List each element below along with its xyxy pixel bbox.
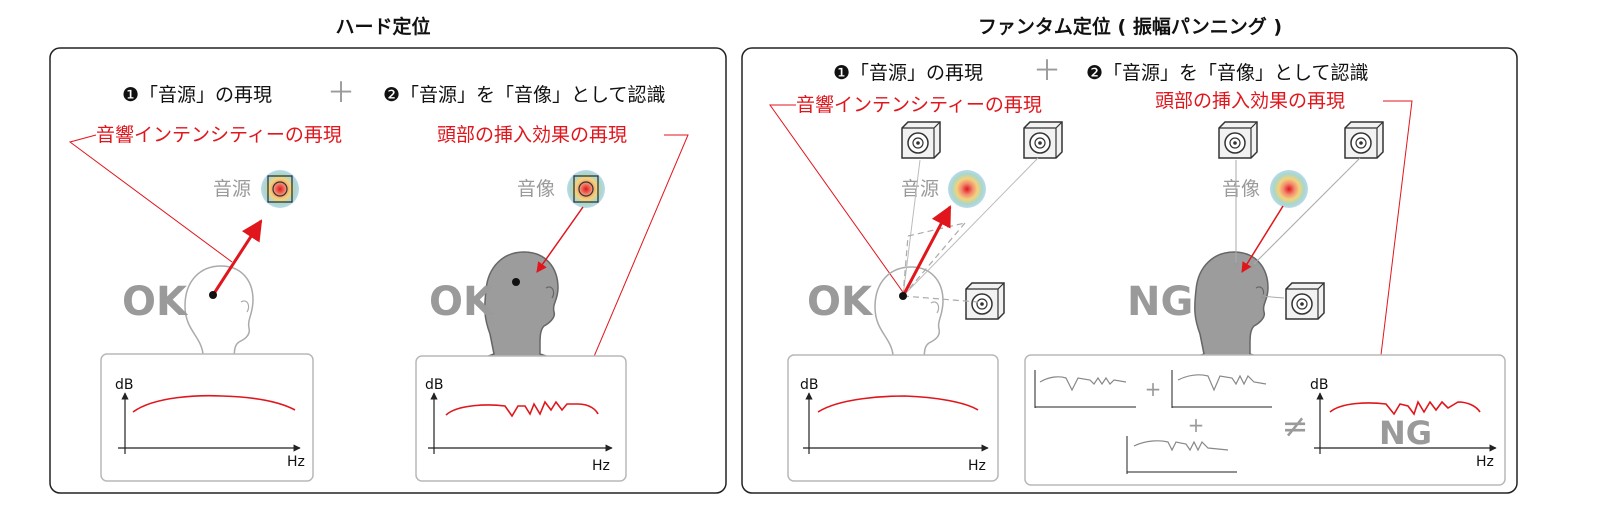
left-intensity-arrow — [211, 219, 263, 296]
left-red-label-intensity: 音響インテンシティーの再現 — [96, 124, 342, 146]
right-panel-frame — [741, 47, 1518, 494]
right-image-label: 音像 — [1222, 178, 1260, 200]
right-listener-dot — [899, 292, 907, 300]
right-dashed-component — [902, 222, 979, 303]
sound-image-icon — [567, 170, 605, 208]
right-step1-label: ❶「音源」の再現 — [833, 62, 983, 84]
right-ng-speaker-ray-2 — [1249, 157, 1361, 269]
speaker-icon — [901, 121, 941, 159]
left-graph-1-curve — [132, 394, 296, 413]
right-image-arrow — [1241, 205, 1284, 273]
left-graph-2-curve — [445, 400, 599, 418]
left-leader-line-1 — [68, 134, 233, 263]
left-step1-label: ❶「音源」の再現 — [122, 84, 272, 106]
right-small-plus-2: + — [1188, 413, 1205, 437]
speaker-icon — [1285, 282, 1325, 320]
right-small-plus-1: + — [1145, 377, 1162, 401]
left-listener-dot-2 — [512, 278, 520, 286]
mini-graph-3 — [1126, 436, 1237, 474]
left-listener-dot — [209, 291, 217, 299]
left-plus-sign: ＋ — [327, 76, 355, 109]
right-graph-2-xlabel: Hz — [1476, 454, 1494, 470]
left-graph-1-ylabel: dB — [115, 377, 134, 393]
right-step2-label: ❷「音源」を「音像」として認識 — [1086, 62, 1368, 84]
right-plus-sign: ＋ — [1033, 54, 1061, 87]
mini-graph-1 — [1034, 370, 1136, 408]
right-leader-line-1 — [769, 104, 906, 296]
right-intensity-arrow — [901, 205, 952, 297]
mini-graph-2 — [1171, 370, 1272, 408]
left-graph-2-xlabel: Hz — [592, 458, 610, 474]
left-panel-title: ハード定位 — [335, 15, 430, 38]
right-graph-ng-label: NG — [1379, 414, 1432, 452]
left-image-label: 音像 — [517, 178, 555, 200]
left-graph-1-xlabel: Hz — [287, 454, 305, 470]
left-graph-box-1 — [100, 353, 314, 482]
right-speaker-ray-1 — [902, 159, 921, 297]
right-graph-1-ylabel: dB — [800, 377, 819, 393]
left-ok-label-1: OK — [122, 279, 189, 325]
speaker-icon — [965, 282, 1005, 320]
left-red-label-head-effect: 頭部の挿入効果の再現 — [437, 124, 627, 146]
left-image-arrow — [536, 206, 584, 273]
right-graph-1-curve — [817, 395, 979, 413]
left-graph-2-ylabel: dB — [425, 377, 444, 393]
right-red-label-intensity: 音響インテンシティーの再現 — [796, 94, 1042, 116]
left-ok-label-2: OK — [429, 279, 496, 325]
right-not-equal-sign: ≠ — [1282, 407, 1309, 445]
right-graph-1-xlabel: Hz — [968, 458, 986, 474]
speaker-icon — [1218, 121, 1258, 159]
right-red-label-head-effect: 頭部の挿入効果の再現 — [1155, 90, 1345, 112]
right-graph-2-curve — [1329, 400, 1481, 416]
right-speaker-ray-2 — [902, 157, 1039, 297]
right-graph-box-2 — [1024, 354, 1506, 486]
sound-source-icon — [948, 170, 986, 208]
left-leader-line-2 — [572, 134, 689, 407]
right-graph-2-ylabel: dB — [1310, 377, 1329, 393]
right-ok-label: OK — [807, 279, 874, 325]
speaker-icon — [1023, 121, 1063, 159]
left-graph-box-2 — [415, 355, 627, 482]
left-step2-label: ❷「音源」を「音像」として認識 — [383, 84, 665, 106]
left-panel-frame — [49, 47, 727, 494]
right-leader-line-2 — [1374, 100, 1413, 405]
right-graph-box-1 — [787, 354, 999, 482]
right-ng-label: NG — [1127, 279, 1193, 325]
right-source-label: 音源 — [901, 178, 939, 200]
sound-source-icon — [261, 170, 299, 208]
speaker-icon — [1344, 121, 1384, 159]
right-panel-title: ファンタム定位 ( 振幅パンニング ) — [978, 15, 1282, 38]
right-ng-speaker-ray-3 — [1259, 293, 1285, 300]
left-source-label: 音源 — [213, 178, 251, 200]
sound-image-icon — [1270, 170, 1308, 208]
